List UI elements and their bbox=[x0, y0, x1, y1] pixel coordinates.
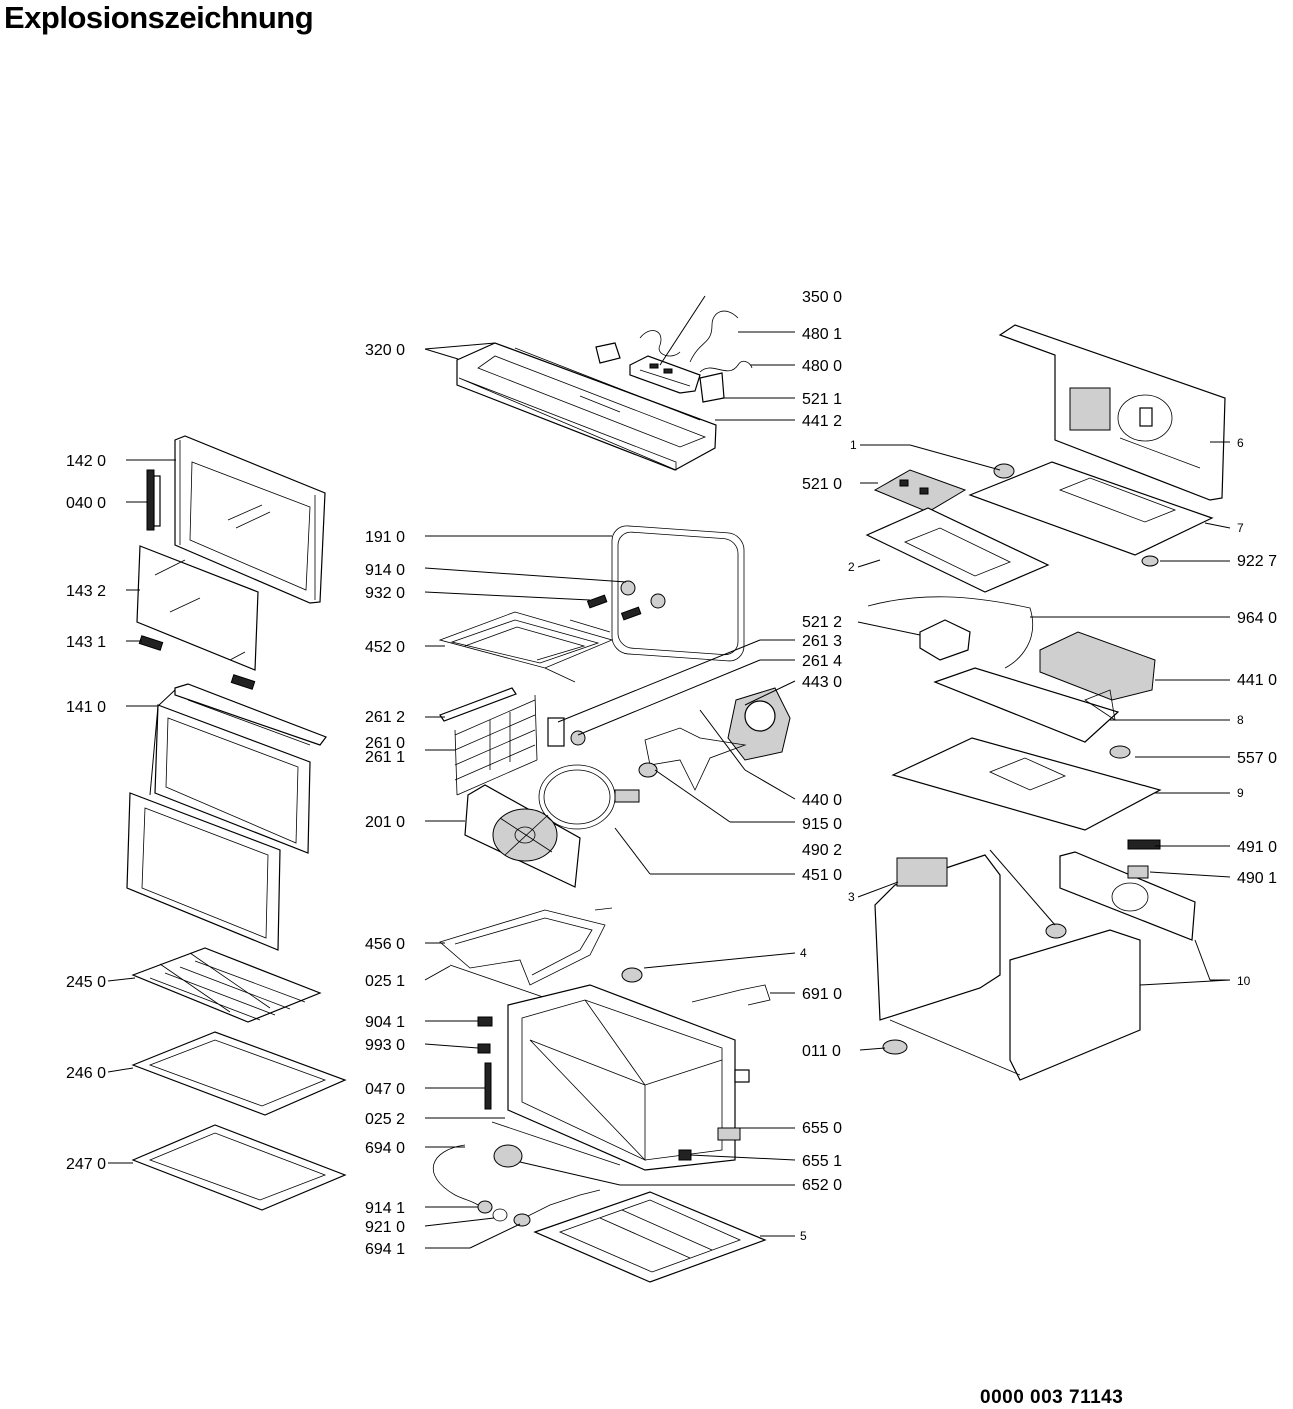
callout-label: 201 0 bbox=[365, 814, 405, 831]
callout-label: 915 0 bbox=[802, 816, 842, 833]
callout-label: 441 2 bbox=[802, 413, 842, 430]
callout-label: 456 0 bbox=[365, 936, 405, 953]
callout-label: 694 0 bbox=[365, 1140, 405, 1157]
callout-label: 921 0 bbox=[365, 1219, 405, 1236]
side-rack-part bbox=[439, 687, 538, 796]
wire-harness-part bbox=[639, 330, 681, 357]
callout-label: 443 0 bbox=[802, 674, 842, 691]
callout-label: 521 2 bbox=[802, 614, 842, 631]
callout-label: 143 2 bbox=[66, 583, 106, 600]
callout-label: 261 4 bbox=[802, 653, 842, 670]
callout-number: 9 bbox=[1237, 786, 1244, 800]
door-hinge-part bbox=[146, 469, 161, 531]
door-seal-part bbox=[611, 525, 745, 662]
circular-heating-element-part bbox=[538, 764, 640, 830]
callout-label: 246 0 bbox=[66, 1065, 106, 1082]
document-number: 0000 003 71143 bbox=[980, 1387, 1124, 1408]
baking-tray-part bbox=[131, 1031, 347, 1116]
callout-label: 914 0 bbox=[365, 562, 405, 579]
callout-label: 480 1 bbox=[802, 326, 842, 343]
wire-harness-part bbox=[699, 360, 753, 373]
small-callout-labels: 1 6 7 2 8 9 3 10 4 5 bbox=[800, 436, 1251, 1243]
callout-label: 025 2 bbox=[365, 1111, 405, 1128]
callout-label: 191 0 bbox=[365, 529, 405, 546]
oven-cavity-part bbox=[507, 984, 750, 1171]
callout-label: 452 0 bbox=[365, 639, 405, 656]
callout-label: 480 0 bbox=[802, 358, 842, 375]
glass-clip-part bbox=[138, 635, 256, 690]
outer-door-part bbox=[126, 683, 327, 951]
callout-label: 142 0 bbox=[66, 453, 106, 470]
callout-label: 655 1 bbox=[802, 1153, 842, 1170]
outer-housing-part bbox=[874, 839, 1196, 1081]
callout-number: 5 bbox=[800, 1229, 807, 1243]
power-board-part bbox=[865, 469, 1050, 593]
callout-label: 491 0 bbox=[1237, 839, 1277, 856]
callout-label: 904 1 bbox=[365, 1014, 405, 1031]
deep-tray-part bbox=[131, 1124, 347, 1211]
callout-label: 521 0 bbox=[802, 476, 842, 493]
callout-label: 350 0 bbox=[802, 289, 842, 306]
callout-number: 1 bbox=[850, 438, 857, 452]
lamp-socket-part bbox=[586, 580, 666, 621]
callout-label: 652 0 bbox=[802, 1177, 842, 1194]
inner-glass-part bbox=[136, 545, 259, 671]
callout-label: 922 7 bbox=[1237, 553, 1277, 570]
callout-label: 932 0 bbox=[365, 585, 405, 602]
callout-label: 993 0 bbox=[365, 1037, 405, 1054]
cooling-fan-plate-part bbox=[968, 461, 1214, 567]
callout-label: 261 2 bbox=[365, 709, 405, 726]
callout-number: 6 bbox=[1237, 436, 1244, 450]
callout-number: 10 bbox=[1237, 974, 1251, 988]
insulation-plate-part bbox=[891, 737, 1162, 831]
callout-label: 655 0 bbox=[802, 1120, 842, 1137]
fan-motor-part bbox=[547, 687, 791, 791]
callout-label: 521 1 bbox=[802, 391, 842, 408]
callout-label: 964 0 bbox=[1237, 610, 1277, 627]
oven-rack-part bbox=[131, 947, 322, 1023]
callout-label: 440 0 bbox=[802, 792, 842, 809]
callout-label: 320 0 bbox=[365, 342, 405, 359]
callout-label: 011 0 bbox=[802, 1043, 841, 1060]
electronics-module-part bbox=[595, 342, 725, 403]
grill-heating-element-part bbox=[438, 611, 614, 683]
leader-lines bbox=[107, 295, 1231, 1249]
control-panel-part bbox=[456, 342, 717, 471]
callout-label: 557 0 bbox=[1237, 750, 1277, 767]
callout-label: 047 0 bbox=[365, 1081, 405, 1098]
callout-label: 441 0 bbox=[1237, 672, 1277, 689]
callout-label: 914 1 bbox=[365, 1200, 405, 1217]
door-frame-part bbox=[174, 435, 326, 604]
page-title: Explosionszeichnung bbox=[4, 0, 314, 35]
cavity-fittings-part bbox=[432, 967, 771, 1227]
cooling-blower-part bbox=[867, 596, 1156, 743]
callout-number: 8 bbox=[1237, 713, 1244, 727]
callout-label: 245 0 bbox=[66, 974, 106, 991]
callout-labels: 350 0 480 1 320 0 480 0 521 1 441 2 142 … bbox=[66, 289, 1277, 1258]
bottom-plate-part bbox=[533, 1191, 767, 1283]
top-cover-part bbox=[998, 324, 1226, 501]
callout-label: 261 0 bbox=[365, 735, 405, 752]
bottom-heating-element-part bbox=[439, 907, 613, 986]
fan-cover-part bbox=[464, 784, 581, 888]
callout-label: 141 0 bbox=[66, 699, 106, 716]
callout-label: 025 1 bbox=[365, 973, 405, 990]
callout-label: 261 1 bbox=[365, 749, 405, 766]
callout-number: 3 bbox=[848, 890, 855, 904]
callout-label: 490 1 bbox=[1237, 870, 1277, 887]
callout-label: 247 0 bbox=[66, 1156, 106, 1173]
callout-number: 2 bbox=[848, 560, 855, 574]
callout-number: 7 bbox=[1237, 521, 1244, 535]
callout-label: 143 1 bbox=[66, 634, 106, 651]
callout-label: 261 3 bbox=[802, 633, 842, 650]
wire-harness-part bbox=[689, 310, 739, 363]
callout-number: 4 bbox=[800, 946, 807, 960]
callout-label: 490 2 bbox=[802, 842, 842, 859]
callout-label: 691 0 bbox=[802, 986, 842, 1003]
callout-label: 694 1 bbox=[365, 1241, 405, 1258]
callout-label: 451 0 bbox=[802, 867, 842, 884]
callout-label: 040 0 bbox=[66, 495, 106, 512]
